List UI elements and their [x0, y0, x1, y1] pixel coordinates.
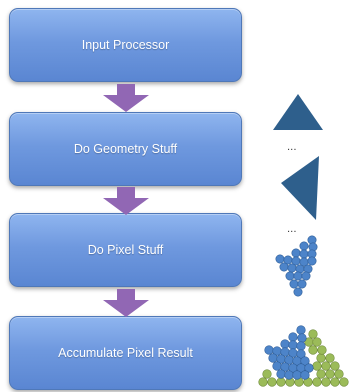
step-label: Do Geometry Stuff: [73, 142, 178, 156]
step-input-processor: Input Processor: [9, 8, 242, 82]
triangle-icon: [273, 94, 323, 130]
step-label: Input Processor: [81, 38, 170, 52]
down-arrow-icon: [103, 289, 149, 317]
step-do-geometry-stuff: Do Geometry Stuff: [9, 112, 242, 186]
ellipsis-text: ...: [287, 224, 297, 235]
step-label: Do Pixel Stuff: [87, 243, 164, 257]
step-label: Accumulate Pixel Result: [58, 346, 193, 360]
ellipsis-text: ...: [287, 142, 297, 153]
accumulated-pixels-icon: [258, 325, 349, 387]
pixel-cluster-icon: [275, 235, 318, 297]
step-do-pixel-stuff: Do Pixel Stuff: [9, 213, 242, 287]
flipped-triangle-icon: [281, 156, 319, 220]
down-arrow-icon: [103, 84, 149, 112]
step-accumulate-pixel-result: Accumulate Pixel Result: [9, 316, 242, 390]
down-arrow-icon: [103, 187, 149, 215]
